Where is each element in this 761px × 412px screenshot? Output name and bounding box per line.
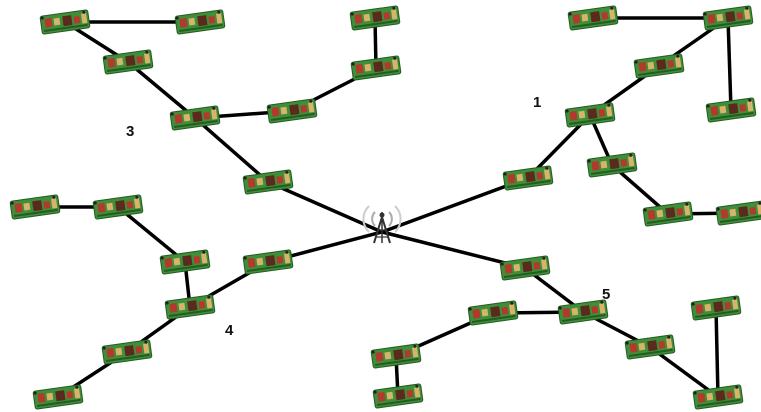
sensor-board-icon: [32, 384, 84, 410]
sensor-board-icon: [705, 97, 757, 123]
sensor-board-icon: [169, 105, 221, 131]
sensor-board-icon: [349, 5, 401, 31]
sensor-board-icon: [9, 194, 61, 220]
sensor-board-icon: [350, 55, 402, 81]
tower-signal-left-outer: [362, 205, 370, 233]
sensor-board-icon: [586, 152, 638, 178]
sensor-board-icon: [499, 255, 551, 281]
sensor-board-icon: [715, 200, 761, 226]
sensor-board-icon: [101, 339, 153, 365]
cluster-label-4: 4: [225, 322, 234, 339]
tower-signal-left-inner: [371, 211, 376, 227]
sensor-board-icon: [642, 201, 694, 227]
link-b1-b2: [126, 60, 197, 120]
sensor-board-icon: [702, 5, 754, 31]
sensor-board-icon: [690, 295, 742, 321]
sensor-board-icon: [242, 249, 294, 275]
sensor-board-icon: [370, 343, 422, 369]
cluster-label-1: 1: [533, 94, 542, 111]
sensor-board-icon: [266, 98, 318, 124]
nodes-layer: [9, 5, 761, 410]
sensor-board-icon: [372, 383, 424, 409]
sensor-board-icon: [39, 9, 91, 35]
sensor-board-icon: [633, 53, 685, 79]
tower-signal-right-outer: [394, 205, 402, 233]
link-m1-m3: [648, 345, 720, 399]
cluster-label-5: 5: [602, 286, 611, 303]
link-h2-h4: [726, 16, 733, 112]
link-m3-m2: [714, 306, 720, 399]
sensor-board-icon: [164, 294, 216, 320]
sensor-board-icon: [102, 49, 154, 75]
sensor-board-icon: [467, 300, 519, 326]
sensor-board-icon: [564, 102, 616, 128]
sensor-board-icon: [692, 384, 744, 410]
sensor-board-icon: [567, 5, 619, 31]
link-t-j1: [380, 176, 530, 234]
link-e2-f1: [116, 205, 187, 264]
sensor-board-icon: [502, 165, 554, 191]
sensor-board-icon: [174, 9, 226, 35]
tower-tip: [379, 212, 385, 218]
sensor-board-icon: [92, 194, 144, 220]
cluster-label-3: 3: [126, 123, 135, 140]
sensor-board-icon: [159, 249, 211, 275]
radio-tower-icon: [362, 205, 402, 244]
link-b2-d1: [193, 116, 270, 184]
tower-signal-right-inner: [388, 211, 393, 227]
